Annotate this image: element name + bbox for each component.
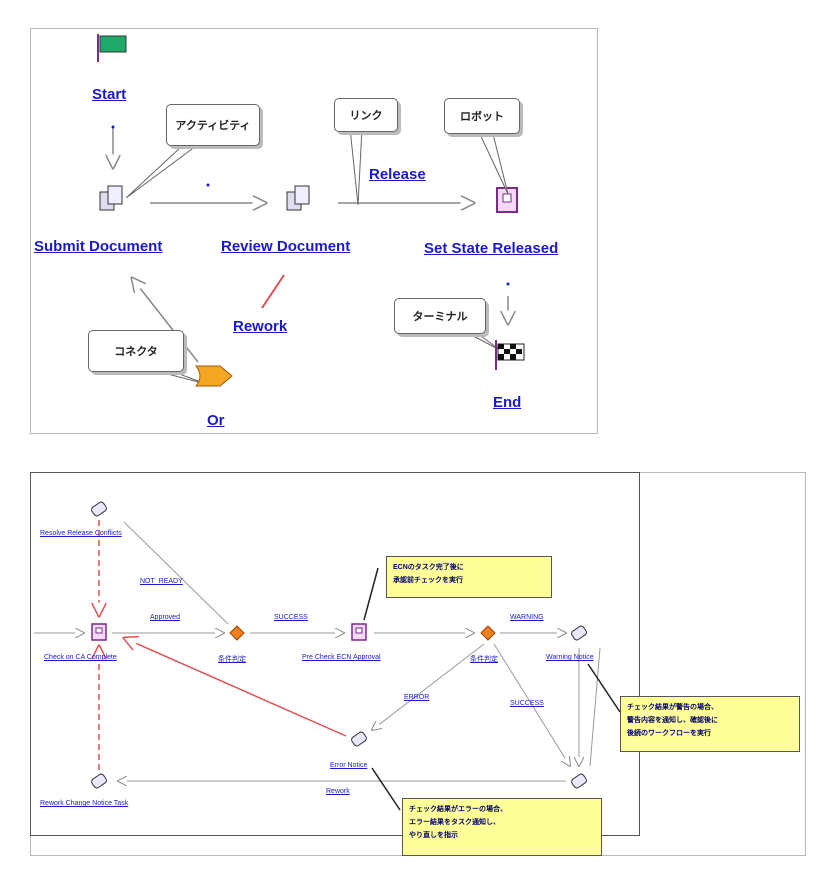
condition-1-label[interactable]: 条件判定: [218, 656, 246, 663]
rework-link-label-bottom[interactable]: Rework: [326, 788, 350, 795]
not-ready-link-label[interactable]: NOT_READY: [140, 578, 183, 585]
end-flag-icon: [495, 340, 525, 370]
robot-callout: ロボット: [444, 98, 520, 134]
check-complete-robot-icon: [91, 623, 107, 641]
workflow-example-panel: [30, 472, 806, 856]
warning-notice-label[interactable]: Warning Notice: [546, 654, 594, 661]
ecn-check-note: ECNのタスク完了後に 承認前チェックを実行: [386, 556, 552, 598]
condition-diamond-1: [229, 625, 245, 641]
rework-red-link: [261, 274, 285, 309]
submit-activity-icon: [99, 185, 123, 211]
warning-note: チェック結果が警告の場合、 警告内容を通知し、確認後に 後続のワークフローを実行: [620, 696, 800, 752]
condition-diamond-2: [480, 625, 496, 641]
rework-change-notice-label[interactable]: Rework Change Notice Task: [40, 800, 129, 807]
rework-task-icon: [91, 773, 107, 789]
or-node-label[interactable]: Or: [207, 412, 225, 429]
submit-document-label[interactable]: Submit Document: [34, 238, 163, 255]
rework-link-label[interactable]: Rework: [233, 318, 288, 335]
release-link-label[interactable]: Release: [369, 166, 426, 183]
error-task-icon: [351, 731, 367, 747]
precheck-ecn-label[interactable]: Pre Check ECN Approval: [302, 654, 381, 661]
error-notice-label[interactable]: Error Notice: [330, 762, 368, 769]
workflow-example-frame: [30, 472, 640, 836]
warning-link-label[interactable]: WARNING: [510, 614, 544, 621]
terminal-callout: ターミナル: [394, 298, 486, 334]
check-ca-complete-label[interactable]: Check on CA Complete: [44, 654, 117, 661]
condition-2-label[interactable]: 条件判定: [470, 656, 498, 663]
approved-link-label[interactable]: Approved: [150, 614, 180, 621]
start-flag-icon: [97, 34, 127, 62]
notice-task-icon: [571, 773, 587, 789]
review-document-label[interactable]: Review Document: [221, 238, 351, 255]
resolve-task-icon: [91, 501, 107, 517]
success-link-label-1[interactable]: SUCCESS: [274, 614, 308, 621]
end-node-label[interactable]: End: [493, 394, 522, 411]
start-node-label[interactable]: Start: [92, 86, 127, 103]
set-state-released-label[interactable]: Set State Released: [424, 240, 559, 257]
error-link-label[interactable]: ERROR: [404, 694, 430, 701]
error-note: チェック結果がエラーの場合、 エラー結果をタスク通知し、 やり直しを指示: [402, 798, 602, 856]
success-link-label-2[interactable]: SUCCESS: [510, 700, 544, 707]
resolve-conflicts-label[interactable]: Resolve Release Conflicts: [40, 530, 122, 537]
or-connector-icon: [194, 365, 233, 387]
precheck-robot-icon: [351, 623, 367, 641]
connector-callout: コネクタ: [88, 330, 184, 372]
warning-task-icon: [571, 625, 587, 641]
link-callout: リンク: [334, 98, 398, 132]
or-submit-arrow: [132, 278, 199, 363]
activity-callout: アクティビティ: [166, 104, 260, 146]
review-activity-icon: [286, 185, 310, 211]
